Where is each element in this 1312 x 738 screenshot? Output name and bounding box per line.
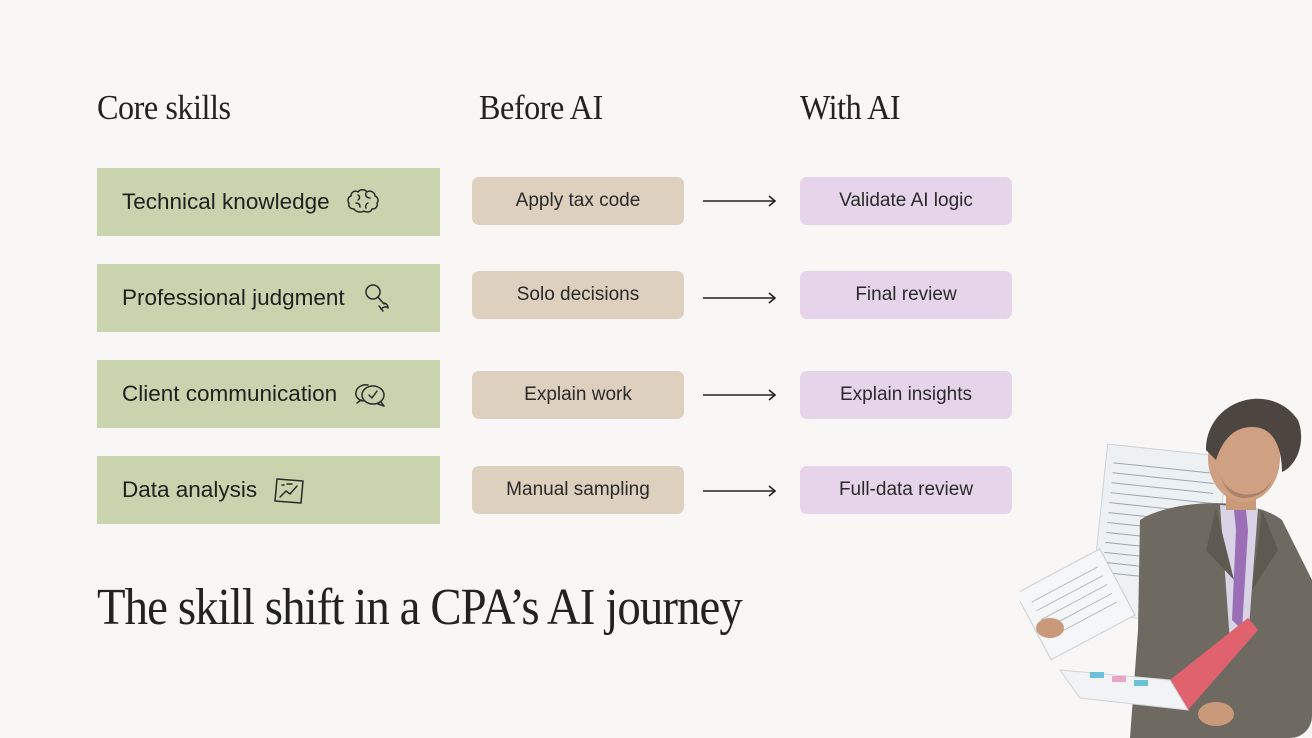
after-pill: Final review: [800, 271, 1012, 319]
chart-paper-icon: [271, 471, 309, 509]
after-pill: Validate AI logic: [800, 177, 1012, 225]
skill-label: Data analysis: [122, 477, 258, 502]
header-before-ai: Before AI: [479, 88, 603, 127]
before-pill: Apply tax code: [472, 177, 684, 225]
before-pill: Explain work: [472, 371, 684, 419]
header-with-ai: With AI: [800, 88, 901, 127]
before-pill: Solo decisions: [472, 271, 684, 319]
before-pill: Manual sampling: [472, 466, 684, 514]
arrow-right-icon: [703, 195, 777, 207]
skill-label: Client communication: [122, 381, 338, 406]
accountant-photo: [1020, 398, 1312, 738]
skill-client-communication: Client communication: [97, 360, 440, 428]
brain-icon: [344, 183, 382, 221]
skill-label: Technical knowledge: [122, 189, 330, 214]
magnifier-hand-icon: [359, 279, 397, 317]
skill-professional-judgment: Professional judgment: [97, 264, 440, 332]
after-pill: Explain insights: [800, 371, 1012, 419]
speech-bubbles-check-icon: [351, 375, 389, 413]
skill-data-analysis: Data analysis: [97, 456, 440, 524]
skill-label: Professional judgment: [122, 285, 345, 310]
skill-technical-knowledge: Technical knowledge: [97, 168, 440, 236]
arrow-right-icon: [703, 292, 777, 304]
header-core-skills: Core skills: [97, 88, 231, 127]
arrow-right-icon: [703, 389, 777, 401]
page-title: The skill shift in a CPA’s AI journey: [97, 579, 743, 636]
arrow-right-icon: [703, 485, 777, 497]
after-pill: Full-data review: [800, 466, 1012, 514]
